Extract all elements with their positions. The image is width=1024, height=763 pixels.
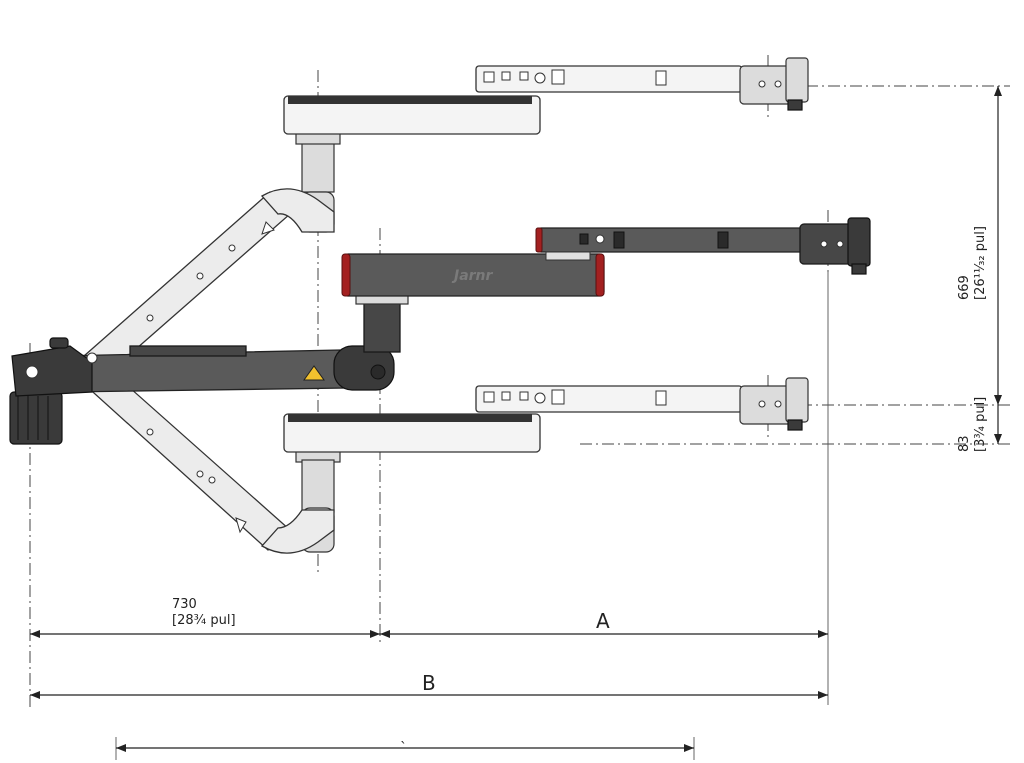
middle-slider bbox=[545, 251, 591, 261]
dimension-lines bbox=[30, 86, 1002, 760]
middle-ext-hole bbox=[717, 231, 729, 249]
upper-diagonal-link bbox=[82, 188, 335, 371]
base-link-pivot bbox=[86, 352, 98, 364]
dim-669-imperial: [26¹¹⁄₃₂ pul] bbox=[973, 226, 988, 300]
lower-diagonal-link bbox=[82, 371, 335, 554]
dim-a-label: A bbox=[596, 609, 610, 633]
middle-beam-left-cap bbox=[341, 253, 351, 297]
bottom-ext-hole bbox=[501, 391, 511, 401]
base-pivot bbox=[25, 365, 39, 379]
upper-link-rivet bbox=[196, 272, 204, 280]
bottom-extension-beam bbox=[475, 385, 743, 413]
middle-extension-beam bbox=[537, 227, 805, 253]
warning-label bbox=[303, 365, 325, 381]
middle-column bbox=[363, 299, 401, 353]
top-ext-hole bbox=[655, 70, 667, 86]
dim-669-value: 669 bbox=[957, 275, 972, 300]
upper-link-rivet bbox=[228, 244, 236, 252]
dim-b-label: B bbox=[422, 671, 436, 695]
top-tool-clamp bbox=[785, 57, 809, 103]
bottom-head-knob bbox=[787, 419, 803, 431]
dim-c-label: ˎ bbox=[400, 728, 407, 744]
middle-arm-assembly: Jarnr bbox=[57, 217, 871, 393]
dimension-labels: 669 [26¹¹⁄₃₂ pul] 83 [3¾ pul] 730 [28¾ p… bbox=[172, 226, 988, 744]
top-ext-hole bbox=[519, 71, 529, 81]
bottom-tool-clamp bbox=[785, 377, 809, 423]
base-mount bbox=[9, 337, 98, 445]
dim-83-imperial: [3¾ pul] bbox=[973, 397, 988, 452]
lower-link-rivet bbox=[146, 428, 154, 436]
dim-730-imperial: [28¾ pul] bbox=[172, 613, 236, 628]
bottom-column bbox=[301, 459, 335, 513]
top-head-knob bbox=[787, 99, 803, 111]
top-arm-assembly bbox=[283, 57, 809, 233]
base-knob bbox=[49, 337, 69, 349]
bottom-ext-hole bbox=[519, 391, 529, 401]
lower-link-rivet bbox=[208, 476, 216, 484]
bottom-ext-hole bbox=[534, 392, 546, 404]
middle-extension-cap bbox=[535, 227, 543, 253]
bottom-beam-band bbox=[288, 414, 532, 422]
top-ext-hole bbox=[534, 72, 546, 84]
bottom-ext-hole bbox=[483, 391, 495, 403]
dim-83-value: 83 bbox=[957, 435, 972, 452]
middle-head-knob bbox=[851, 263, 867, 275]
bottom-ext-hole bbox=[551, 389, 565, 405]
lower-link-rivet bbox=[196, 470, 204, 478]
bottom-head-bolt bbox=[774, 400, 782, 408]
bottom-arm-assembly bbox=[283, 377, 809, 553]
middle-arm-rail bbox=[129, 345, 247, 357]
middle-ext-hole bbox=[579, 233, 589, 245]
top-ext-hole bbox=[483, 71, 495, 83]
upper-link-rivet bbox=[146, 314, 154, 322]
middle-ext-hole bbox=[613, 231, 625, 249]
middle-head-bolt bbox=[836, 240, 844, 248]
top-head-bolt bbox=[758, 80, 766, 88]
bottom-head-bolt bbox=[758, 400, 766, 408]
lower-link-marker bbox=[235, 517, 247, 534]
upper-link-marker bbox=[261, 221, 275, 235]
top-ext-hole bbox=[551, 69, 565, 85]
top-beam-band bbox=[288, 96, 532, 104]
top-ext-hole bbox=[501, 71, 511, 81]
base-head bbox=[11, 345, 93, 397]
middle-head-bolt bbox=[820, 240, 828, 248]
brand-logo: Jarnr bbox=[451, 268, 494, 284]
top-extension-beam bbox=[475, 65, 743, 93]
top-head-bolt bbox=[774, 80, 782, 88]
middle-tool-clamp bbox=[847, 217, 871, 267]
bottom-ext-hole bbox=[655, 390, 667, 406]
top-column bbox=[301, 139, 335, 193]
middle-beam-right-cap bbox=[595, 253, 605, 297]
dim-730-value: 730 bbox=[172, 597, 197, 612]
middle-elbow-pivot bbox=[370, 364, 386, 380]
middle-ext-hole bbox=[595, 234, 605, 244]
